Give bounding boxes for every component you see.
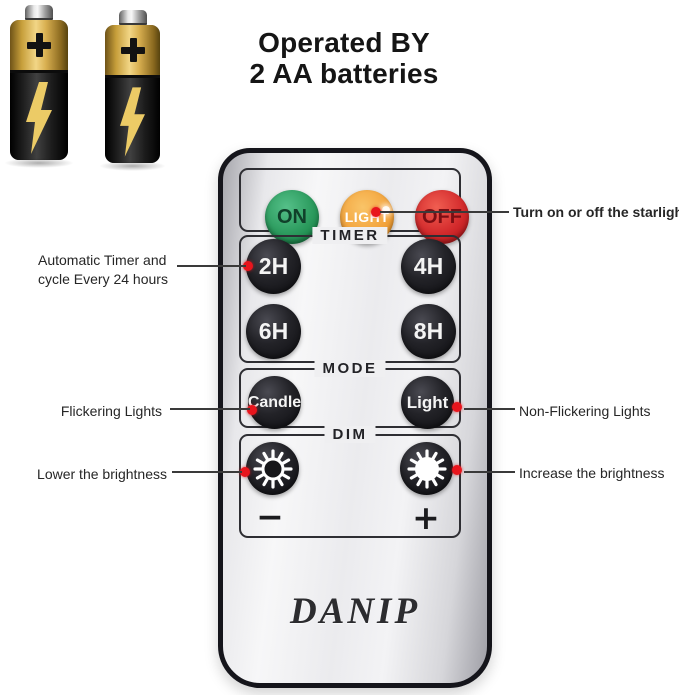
dim-up-button — [400, 442, 453, 495]
battery-plus-icon — [120, 37, 145, 62]
callout-line-light-mode — [464, 408, 515, 410]
battery-black-bottom — [105, 77, 160, 163]
callout-line-dim-increase — [464, 471, 515, 473]
battery-body — [10, 20, 68, 160]
mode-section-label: MODE — [314, 360, 386, 377]
battery-terminal — [118, 10, 147, 25]
timer-4h-button: 4H — [401, 239, 456, 294]
callout-dot-dim-increase — [452, 465, 462, 475]
callout-line-power — [380, 211, 509, 213]
annotation-candle: Flickering Lights — [60, 403, 162, 419]
title-line-2: 2 AA batteries — [249, 58, 439, 89]
sun-dim-icon — [252, 448, 293, 489]
battery-terminal — [25, 5, 53, 20]
annotation-timer-line1: Automatic Timer and — [38, 252, 167, 268]
timer-8h-button: 8H — [401, 304, 456, 359]
timer-section-label: TIMER — [312, 227, 388, 244]
battery-plus-icon — [27, 33, 51, 58]
callout-line-dim-lower — [172, 471, 242, 473]
annotation-timer-line2: cycle Every 24 hours — [38, 271, 168, 287]
battery-body — [105, 25, 160, 163]
callout-dot-power — [371, 207, 381, 217]
aa-battery-1 — [4, 5, 74, 168]
dim-section: DIM — [239, 426, 461, 538]
annotation-light-mode: Non-Flickering Lights — [519, 403, 651, 419]
timer-2h-button: 2H — [246, 239, 301, 294]
light-mode-button: Light — [401, 376, 454, 429]
minus-symbol: − — [256, 497, 284, 536]
annotation-timer: Automatic Timer and cycle Every 24 hours — [38, 251, 168, 289]
callout-dot-dim-lower — [240, 467, 250, 477]
lightning-bolt-icon — [26, 82, 52, 155]
sun-bright-icon — [406, 448, 447, 489]
callout-dot-light-mode — [452, 402, 462, 412]
battery-shadow — [4, 158, 74, 168]
lightning-bolt-icon — [120, 87, 145, 157]
remote-control: ON LIGHT OFF TIMER 2H 4H 6H 8H MODE Cand… — [218, 148, 492, 688]
timer-6h-button: 6H — [246, 304, 301, 359]
callout-line-timer — [177, 265, 246, 267]
candle-mode-button: Candle — [248, 376, 301, 429]
battery-black-bottom — [10, 73, 68, 160]
battery-shadow — [99, 161, 166, 171]
annotation-power: Turn on or off the starlight — [513, 204, 679, 220]
dim-section-label: DIM — [324, 426, 376, 443]
dim-down-button — [246, 442, 299, 495]
callout-dot-candle — [247, 405, 257, 415]
page-title: Operated BY 2 AA batteries — [228, 27, 460, 89]
aa-battery-2 — [99, 10, 166, 171]
title-line-1: Operated BY — [258, 27, 430, 58]
brand-logo: DANIP — [289, 591, 421, 632]
plus-symbol: + — [412, 498, 440, 537]
sparkle-highlight — [382, 206, 390, 214]
annotation-dim-lower: Lower the brightness — [37, 466, 167, 482]
power-section: ON LIGHT OFF — [239, 168, 469, 244]
battery-gold-top — [105, 25, 160, 78]
battery-gold-top — [10, 20, 68, 74]
annotation-dim-increase: Increase the brightness — [519, 465, 665, 481]
callout-dot-timer — [243, 261, 253, 271]
callout-line-candle — [170, 408, 250, 410]
